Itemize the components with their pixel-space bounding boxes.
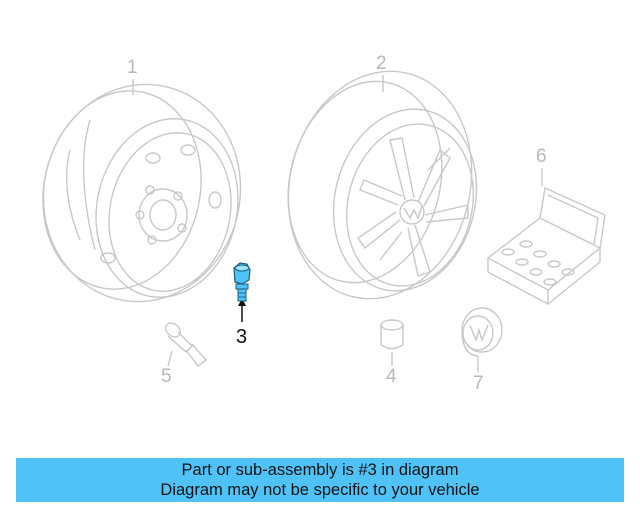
bolt-cap-part-4[interactable]	[380, 319, 404, 366]
callout-3: 3	[236, 326, 248, 348]
callout-4: 4	[386, 366, 397, 387]
wheel-bolt-part-3[interactable]	[233, 262, 251, 302]
info-banner: Part or sub-assembly is #3 in diagram Di…	[16, 458, 624, 502]
lock-kit-part-6[interactable]	[486, 168, 606, 306]
banner-line-1: Part or sub-assembly is #3 in diagram	[181, 461, 459, 479]
callout-1: 1	[127, 57, 138, 78]
alloy-wheel-part-2[interactable]	[265, 52, 495, 319]
steel-wheel-part-1[interactable]	[23, 66, 260, 320]
callout-2: 2	[376, 53, 387, 74]
valve-stem-part-5[interactable]	[163, 320, 208, 367]
callout-7: 7	[473, 373, 484, 394]
arrow-icon	[238, 298, 246, 306]
center-cap-part-7[interactable]	[461, 307, 503, 372]
parts-diagram	[23, 52, 606, 372]
callout-5: 5	[161, 366, 172, 387]
banner-line-2: Diagram may not be specific to your vehi…	[160, 481, 480, 499]
callout-6: 6	[536, 146, 547, 167]
